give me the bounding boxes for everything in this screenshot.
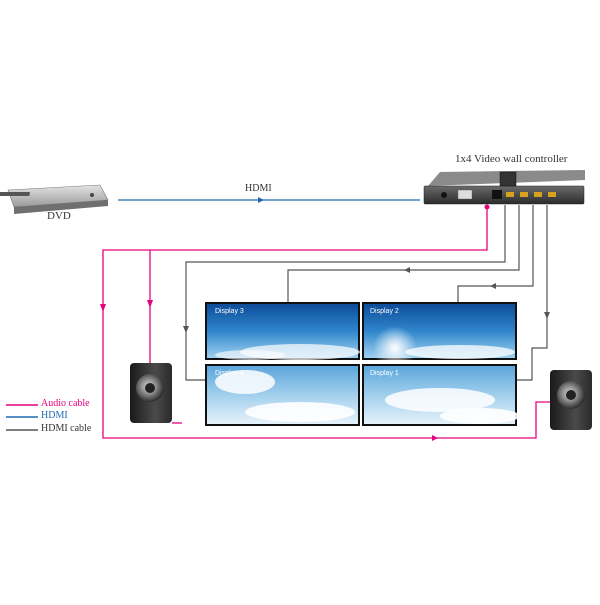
display-2-label: Display 2 xyxy=(370,308,399,315)
display-4 xyxy=(205,364,360,426)
display-3 xyxy=(205,302,360,360)
legend-audio-label: Audio cable xyxy=(41,398,90,409)
hdmi-input-line xyxy=(118,197,420,203)
legend-hdmi-label: HDMI xyxy=(41,410,68,421)
hdmi-cable-arrows xyxy=(183,267,550,333)
controller-output-ports xyxy=(506,192,556,197)
speaker-left xyxy=(130,363,172,423)
video-wall-controller xyxy=(423,170,585,205)
legend xyxy=(6,404,38,431)
audio-cable-arrows xyxy=(100,300,438,441)
display-3-label: Display 3 xyxy=(215,308,244,315)
legend-hdmi-cable-label: HDMI cable xyxy=(41,423,92,434)
display-4-label: Display 4 xyxy=(215,370,244,377)
dvd-player xyxy=(0,184,109,214)
controller-title: 1x4 Video wall controller xyxy=(455,153,568,165)
video-wall: Display 3 Display 2 Display 4 Display 1 xyxy=(205,302,520,426)
speaker-right xyxy=(550,370,592,430)
dvd-label: DVD xyxy=(47,210,71,222)
audio-jack-dot xyxy=(484,204,490,210)
hdmi-link-label: HDMI xyxy=(245,183,272,194)
display-2 xyxy=(362,302,517,370)
display-1-label: Display 1 xyxy=(370,370,399,377)
display-1 xyxy=(362,364,520,426)
